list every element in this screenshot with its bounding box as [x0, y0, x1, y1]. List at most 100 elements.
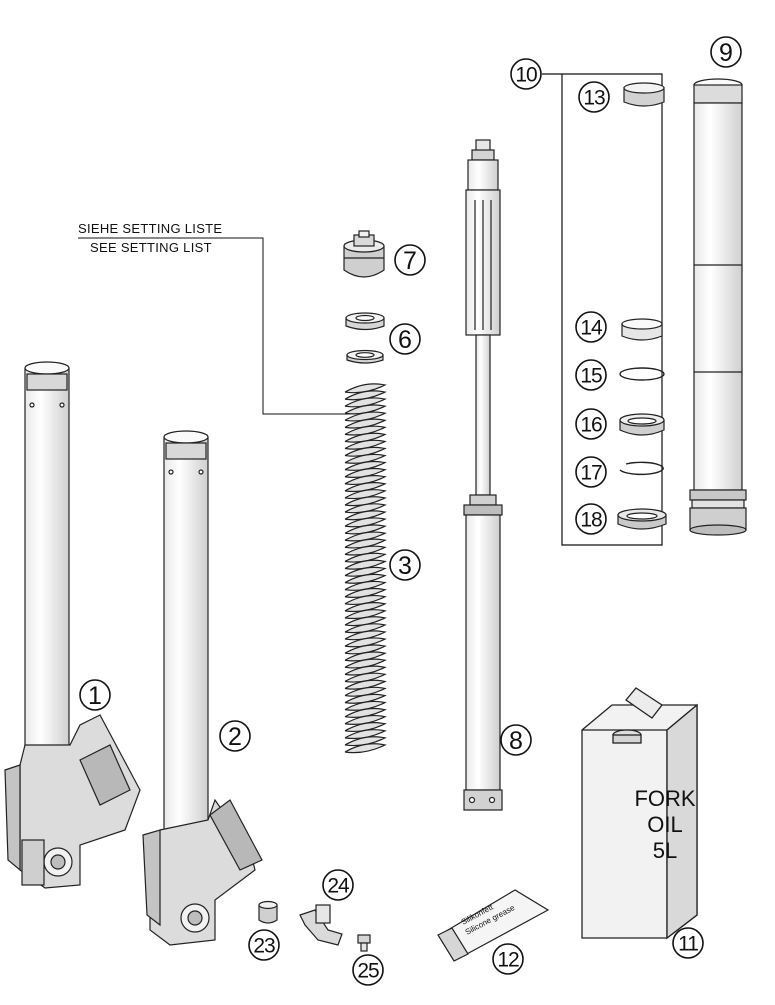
can-text-fork: FORK — [634, 786, 695, 811]
spring-coil — [344, 736, 387, 747]
callout-number: 15 — [580, 365, 602, 388]
spring-coil — [344, 425, 387, 436]
spring-coil — [344, 559, 387, 570]
spring-coil — [344, 566, 387, 577]
spring-coil — [344, 700, 387, 711]
spring-coil — [344, 637, 387, 648]
spring-coil — [344, 453, 387, 464]
callout-circle — [500, 724, 532, 756]
callout-10: 10 — [510, 58, 542, 90]
callout-circle — [394, 244, 426, 276]
spring-coil — [344, 609, 387, 620]
callout-17: 17 — [575, 456, 607, 488]
spring-coil — [344, 602, 387, 613]
spring-coil — [344, 630, 387, 641]
callout-number: 1 — [88, 682, 102, 710]
spring-coil — [344, 587, 387, 598]
spring-coil — [344, 623, 387, 634]
screw-25 — [357, 934, 371, 952]
fork-leg-right — [142, 430, 263, 946]
callout-24: 24 — [322, 869, 354, 901]
spring-coil — [344, 693, 387, 704]
inner-fork-tube — [689, 78, 747, 536]
callout-number: 14 — [580, 317, 603, 340]
spring-coil — [344, 482, 387, 493]
spring-coil — [344, 411, 387, 422]
callout-circle — [322, 869, 354, 901]
callout-circle — [575, 456, 607, 488]
silicone-grease-tube: Silikonfett Silicone grease — [437, 889, 550, 962]
callout-11: 11 — [672, 927, 704, 959]
spring-coil — [344, 573, 387, 584]
callout-circle — [219, 720, 251, 752]
callout-circle — [352, 954, 384, 986]
spring-coil — [344, 517, 387, 528]
callout-circle — [389, 549, 421, 581]
fork-oil-can: FORK OIL 5L — [581, 687, 698, 940]
callout-number: 13 — [583, 87, 605, 110]
callout-circle — [710, 36, 742, 68]
callout-16: 16 — [575, 408, 607, 440]
axle-clamp-24 — [299, 904, 343, 946]
seal-kit-box — [542, 73, 667, 546]
callout-9: 9 — [710, 36, 742, 68]
spring-coil — [344, 722, 387, 733]
spring-coil — [344, 679, 387, 690]
fork-spring — [344, 383, 387, 754]
callout-circle — [575, 503, 607, 535]
callout-23: 23 — [248, 929, 280, 961]
spring-coil — [344, 475, 387, 486]
callout-number: 24 — [327, 875, 350, 898]
oil-seal — [619, 413, 665, 436]
can-text-volume: 5L — [653, 838, 677, 863]
damper-cartridge — [463, 139, 503, 811]
fork-cap — [343, 230, 385, 278]
callout-number: 17 — [580, 462, 602, 485]
spring-coil — [344, 594, 387, 606]
callout-number: 3 — [398, 552, 412, 580]
spring-coil — [344, 658, 387, 669]
callout-number: 7 — [403, 247, 417, 275]
spring-coil — [344, 390, 387, 401]
spacer-washers — [345, 312, 385, 364]
spring-coil — [344, 616, 387, 627]
spring-coil — [344, 552, 387, 563]
callout-circle — [248, 929, 280, 961]
circlip — [619, 461, 664, 476]
callout-2: 2 — [219, 720, 251, 752]
spring-coil — [344, 383, 387, 394]
spring-coil — [344, 651, 387, 662]
spring-coil — [344, 503, 387, 514]
callout-number: 16 — [580, 414, 602, 437]
callout-6: 6 — [389, 323, 421, 355]
spring-coil — [344, 729, 387, 740]
callout-7: 7 — [394, 244, 426, 276]
note-line-de: SIEHE SETTING LISTE — [78, 221, 222, 236]
spring-coil — [344, 707, 387, 718]
callout-14: 14 — [575, 311, 607, 343]
spring-coil — [344, 446, 387, 457]
callout-25: 25 — [352, 954, 384, 986]
callout-number: 23 — [253, 935, 275, 958]
callout-number: 12 — [497, 949, 519, 972]
callout-circle — [578, 81, 610, 113]
spring-coil — [344, 580, 387, 591]
spring-coil — [344, 404, 387, 415]
note-leader-line — [78, 237, 350, 415]
callout-13: 13 — [578, 81, 610, 113]
callout-number: 18 — [580, 509, 602, 532]
spring-coil — [344, 489, 387, 500]
callout-circle — [389, 323, 421, 355]
callout-3: 3 — [389, 549, 421, 581]
spring-coil — [344, 460, 387, 471]
callout-number: 25 — [357, 960, 379, 983]
callout-1: 1 — [79, 679, 111, 711]
spring-coil — [344, 644, 387, 655]
callout-circle — [79, 679, 111, 711]
can-text-oil: OIL — [647, 812, 682, 837]
guide-bushing — [621, 318, 663, 341]
spring-coil — [344, 665, 387, 676]
